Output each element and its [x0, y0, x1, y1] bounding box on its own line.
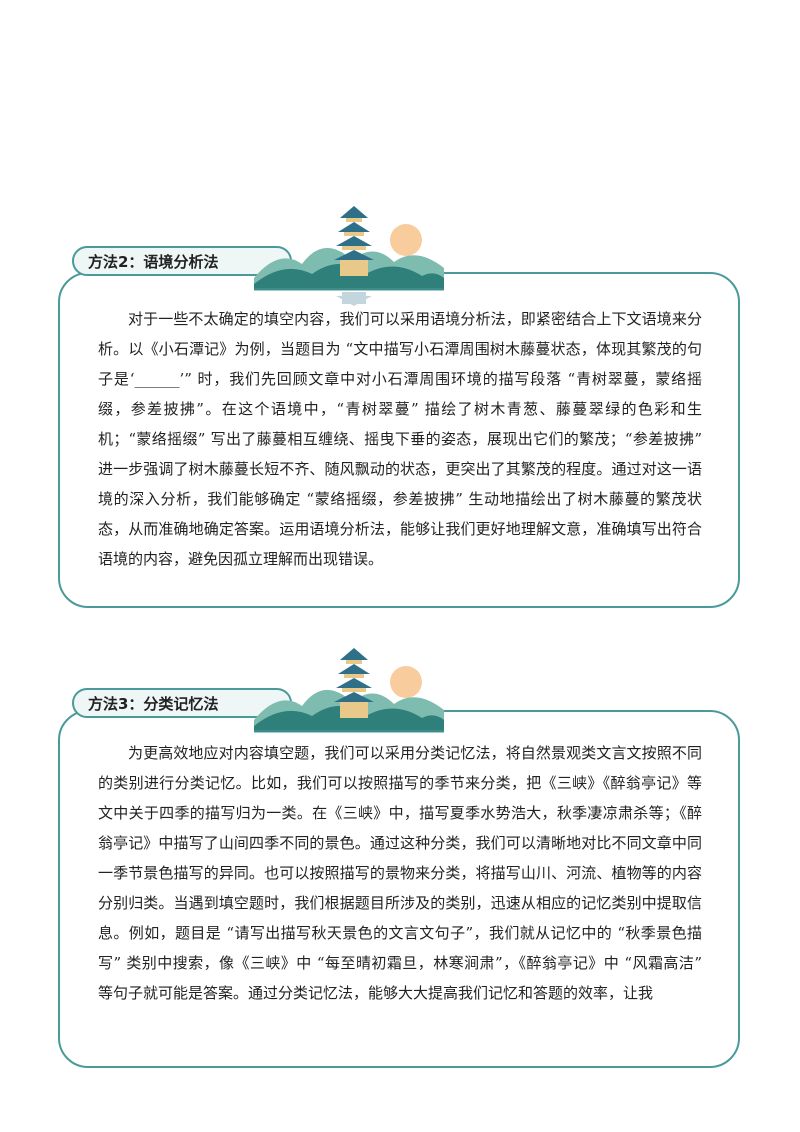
method-2-card — [58, 272, 740, 608]
landscape-pagoda-icon — [254, 648, 444, 733]
method-2-body: 对于一些不太确定的填空内容，我们可以采用语境分析法，即紧密结合上下文语境来分析。… — [98, 310, 702, 568]
method-3-card — [58, 710, 740, 1068]
method-2-title: 方法2：语境分析法 — [72, 246, 292, 276]
method-3-body: 为更高效地应对内容填空题，我们可以采用分类记忆法，将自然景观类文言文按照不同的类… — [98, 744, 702, 1002]
landscape-pagoda-icon — [254, 206, 444, 306]
method-3-section: 方法3：分类记忆法 为更高效地应对内容填空题，我们可以采用分类记忆法，将自然景观… — [58, 648, 742, 1068]
method-2-section: 方法2：语境分析法 对于一些不太确定的填空内容，我们可以采用语境分析法，即紧密结… — [58, 206, 742, 608]
